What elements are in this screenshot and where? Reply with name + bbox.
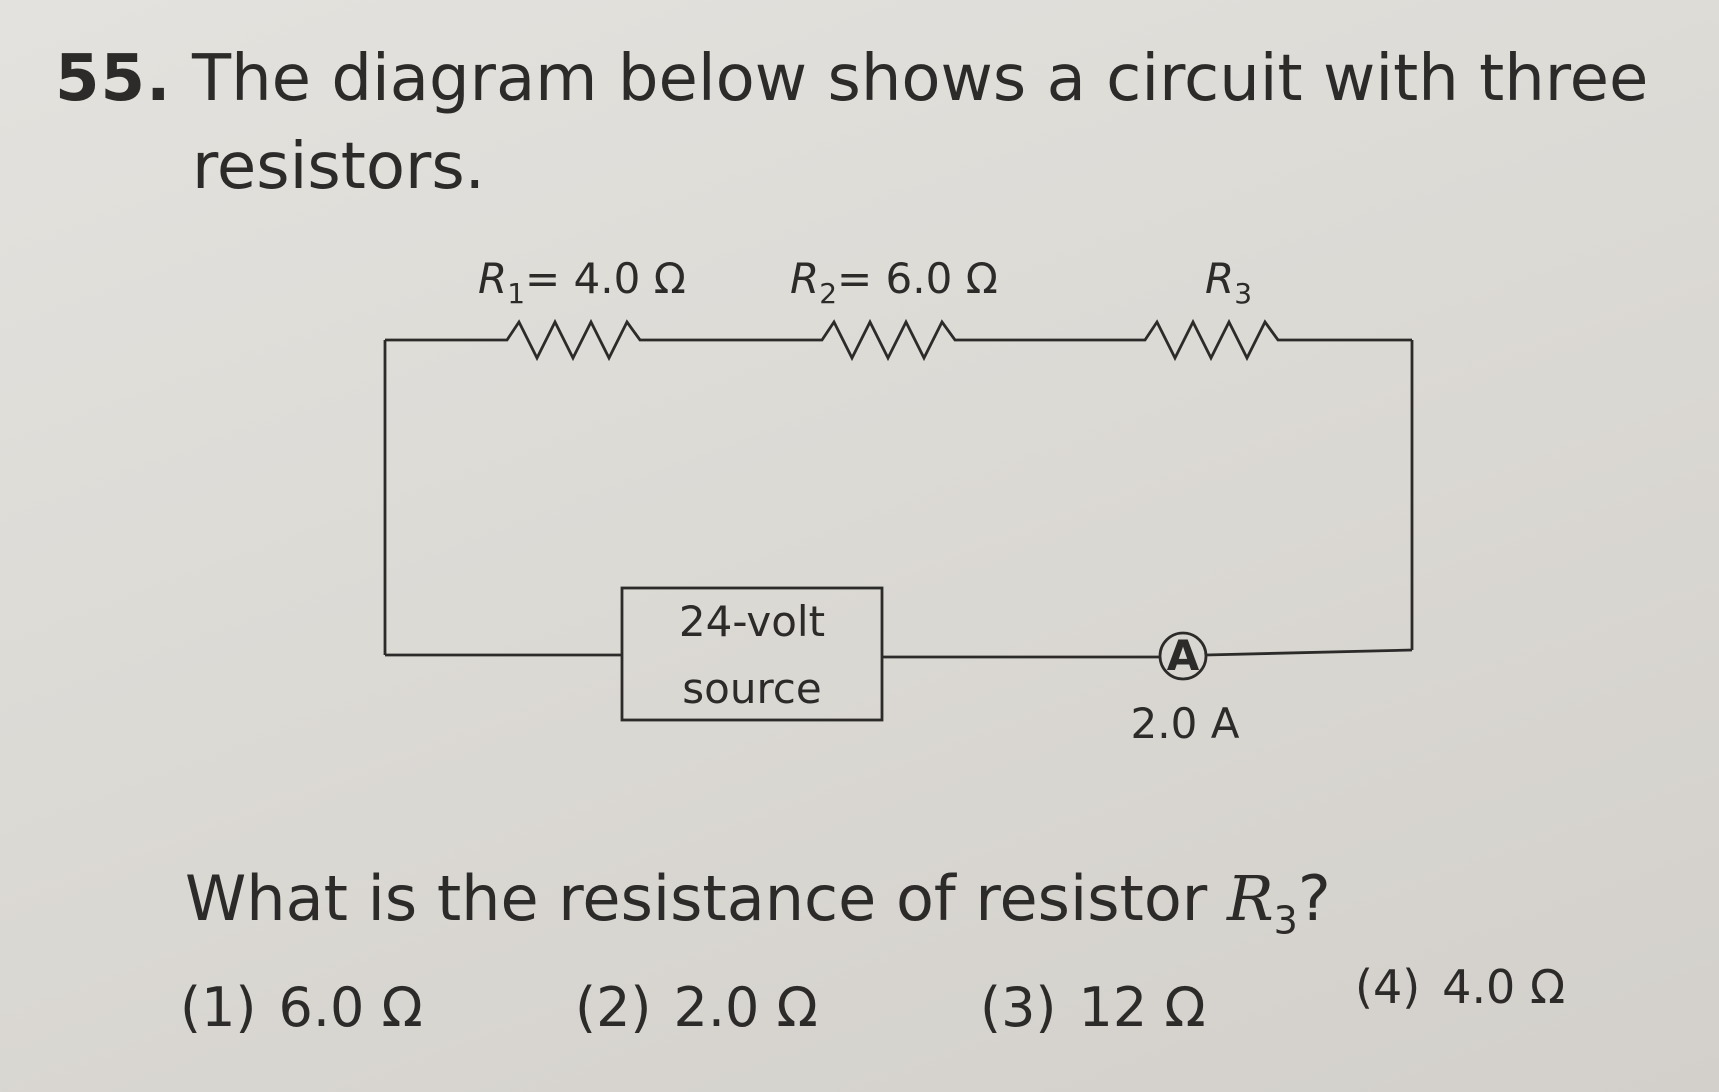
ammeter-reading: 2.0 A <box>1131 699 1240 748</box>
answer-choice-1[interactable]: (1) 6.0 Ω <box>180 976 423 1039</box>
question-number: 55. <box>55 42 172 116</box>
r3-label: R3 <box>1205 254 1252 310</box>
choice-value: 2.0 Ω <box>673 976 818 1039</box>
answer-choice-3[interactable]: (3) 12 Ω <box>980 976 1206 1039</box>
source-label-line2: source <box>682 664 821 713</box>
choice-number: (4) <box>1355 960 1421 1014</box>
choice-number: (1) <box>180 976 257 1039</box>
r1-label: R1= 4.0 Ω <box>478 254 686 310</box>
question-text-line1: The diagram below shows a circuit with t… <box>192 42 1649 116</box>
ammeter-circle <box>1158 631 1208 681</box>
top-wire-with-resistors <box>385 318 1412 362</box>
answer-choice-4[interactable]: (4) 4.0 Ω <box>1355 960 1565 1014</box>
choice-value: 4.0 Ω <box>1442 960 1566 1014</box>
answer-choice-2[interactable]: (2) 2.0 Ω <box>575 976 818 1039</box>
question-prompt: What is the resistance of resistor R3? <box>185 862 1331 942</box>
choice-number: (2) <box>575 976 652 1039</box>
prompt-subscript: 3 <box>1273 898 1298 943</box>
choice-value: 6.0 Ω <box>278 976 423 1039</box>
prompt-suffix: ? <box>1297 862 1331 935</box>
source-label-line1: 24-volt <box>679 597 825 646</box>
prompt-symbol: R <box>1226 862 1274 935</box>
prompt-prefix: What is the resistance of resistor <box>185 862 1227 935</box>
ammeter-symbol: A <box>1167 631 1200 680</box>
choice-value: 12 Ω <box>1078 976 1206 1039</box>
bottom-wire-right <box>1205 648 1413 657</box>
r2-label: R2= 6.0 Ω <box>790 254 998 310</box>
source-box <box>620 586 884 722</box>
choice-number: (3) <box>980 976 1057 1039</box>
question-text-line2: resistors. <box>192 130 485 204</box>
